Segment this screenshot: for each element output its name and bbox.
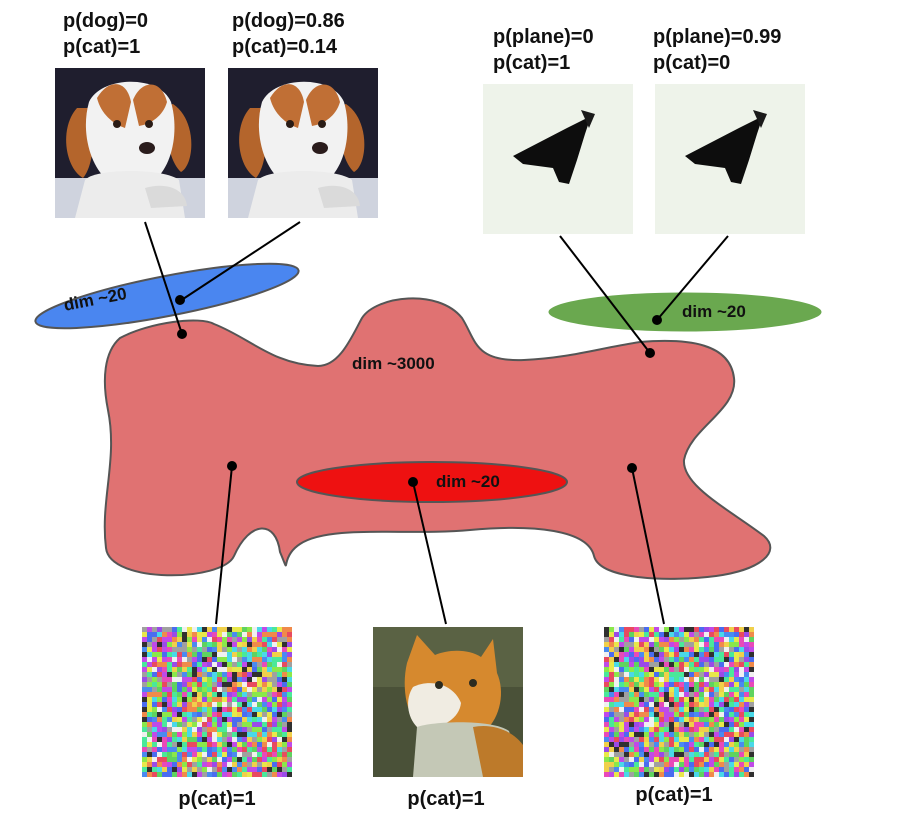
point-dot	[652, 315, 662, 325]
connector-dog-original	[144, 221, 183, 335]
point-dots	[175, 295, 662, 487]
cat-photo-image	[373, 627, 523, 777]
plane-original-image	[483, 84, 633, 234]
dog-perturbed-label: p(dog)=0.86 p(cat)=0.14	[232, 8, 345, 60]
dog-original-image	[55, 68, 205, 218]
plane-perturbed-image	[655, 84, 805, 234]
connector-noise-left	[215, 465, 233, 625]
red-subspace-ellipse	[296, 461, 568, 503]
point-dot	[227, 461, 237, 471]
red-subspace-label: dim ~20	[436, 472, 500, 491]
connector-plane-original	[559, 235, 651, 354]
connector-plane-perturbed	[656, 235, 729, 321]
cat-photo-caption: p(cat)=1	[407, 788, 485, 810]
dog-perturbed-label-line2: p(cat)=0.14	[232, 36, 338, 58]
point-dot	[408, 477, 418, 487]
dog-original-label-line1: p(dog)=0	[63, 10, 148, 32]
connector-cat-photo	[412, 481, 447, 625]
noise-left-caption: p(cat)=1	[178, 788, 256, 810]
green-subspace-ellipse	[547, 291, 823, 333]
noise-right-caption: p(cat)=1	[635, 784, 713, 806]
noise-right-image	[604, 627, 754, 777]
dog-perturbed-image	[228, 68, 378, 218]
green-subspace-label: dim ~20	[682, 302, 746, 321]
plane-original-label: p(plane)=0 p(cat)=1	[493, 24, 594, 76]
point-dot	[645, 348, 655, 358]
manifold-label: dim ~3000	[352, 354, 435, 373]
point-dot	[177, 329, 187, 339]
connector-lines	[144, 221, 729, 625]
noise-left-image	[142, 627, 292, 777]
dog-perturbed-label-line1: p(dog)=0.86	[232, 10, 345, 32]
dog-original-label: p(dog)=0 p(cat)=1	[63, 8, 148, 60]
connector-noise-right	[631, 467, 665, 625]
point-dot	[627, 463, 637, 473]
plane-perturbed-label-line2: p(cat)=0	[653, 52, 731, 74]
plane-original-label-line2: p(cat)=1	[493, 52, 571, 74]
point-dot	[175, 295, 185, 305]
manifold-blob	[103, 297, 772, 580]
plane-original-label-line1: p(plane)=0	[493, 26, 594, 48]
plane-perturbed-label-line1: p(plane)=0.99	[653, 26, 782, 48]
connector-dog-perturbed	[179, 221, 301, 302]
dog-original-label-line2: p(cat)=1	[63, 36, 141, 58]
plane-perturbed-label: p(plane)=0.99 p(cat)=0	[653, 24, 781, 76]
